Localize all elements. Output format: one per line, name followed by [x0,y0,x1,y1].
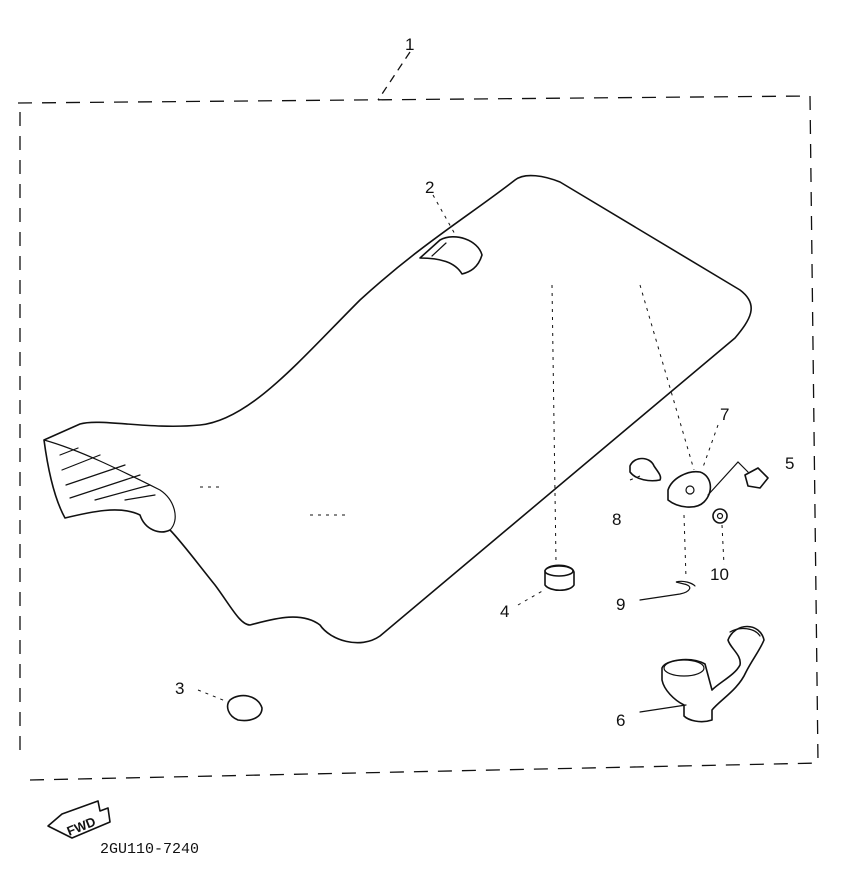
part-6-lock-lever [639,625,765,723]
part-2-bracket [419,194,483,275]
callout-3: 3 [175,679,184,698]
callout-4: 4 [500,602,509,621]
callout-10: 10 [710,565,729,584]
part-5-clip [707,461,769,496]
callout-6: 6 [616,711,625,730]
fwd-arrow-icon: FWD [47,800,111,839]
part-10-washer [712,508,728,566]
callout-7: 7 [720,405,729,424]
callout-9: 9 [616,595,625,614]
part-3-damper [197,689,263,722]
part-8-knob [629,457,662,482]
leader-line-1 [377,51,411,101]
part-4-cushion [517,284,575,606]
drawing-code: 2GU110-7240 [100,841,199,858]
callout-2: 2 [425,178,434,197]
callout-8: 8 [612,510,621,529]
assembly-boundary [17,95,821,781]
part-9-spring [639,514,696,601]
part-7-seat-lock [639,284,719,508]
seat [43,174,752,644]
callout-1: 1 [405,35,414,54]
callout-5: 5 [785,454,794,473]
